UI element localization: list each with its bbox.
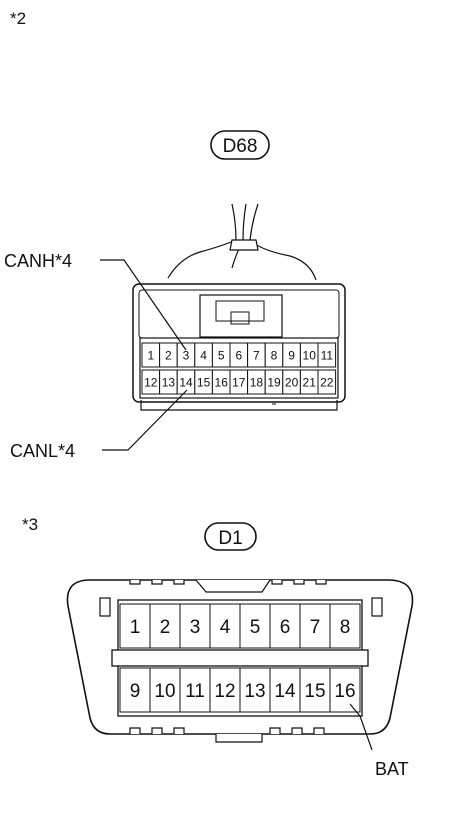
d68-pin-number: 7 <box>253 348 260 362</box>
d68-pin-number: 5 <box>218 348 225 362</box>
d1-pin-number: 6 <box>280 617 291 638</box>
d1-pin-number: 1 <box>130 617 141 638</box>
section-note-top: *2 <box>10 9 26 28</box>
d1-bottom-tabs <box>129 727 325 743</box>
left-slot <box>99 597 111 617</box>
d1-pin-cavity <box>269 603 301 649</box>
d1-pin-number: 9 <box>130 681 141 702</box>
d68-pin-cavity <box>317 342 337 368</box>
d1-pin-cavity <box>269 667 301 713</box>
bat-callout-label: BAT <box>375 759 409 779</box>
d1-pin-cavity <box>239 667 271 713</box>
d1-pin-number: 14 <box>274 681 296 702</box>
connector-id-badge-d1 <box>204 522 257 551</box>
d68-pin-number: 18 <box>250 375 264 389</box>
d1-pin-cavity <box>329 667 361 713</box>
d1-pin-number: 11 <box>185 681 205 702</box>
bat-leader-line <box>349 703 373 751</box>
connector-id-badge-d68 <box>210 130 270 160</box>
d68-pin-number: 21 <box>303 375 317 389</box>
right-slot <box>371 597 383 617</box>
d1-pin-number: 12 <box>214 681 235 702</box>
d68-pin-number: 20 <box>285 375 299 389</box>
d68-pin-number: 3 <box>183 348 190 362</box>
d1-pin-cavity <box>149 603 181 649</box>
d1-pin-cavity <box>179 667 211 713</box>
section-note-bottom: *3 <box>22 515 38 534</box>
connector-housing-d68 <box>132 283 346 411</box>
canl-leader-line <box>102 389 188 451</box>
d68-pin-number: 15 <box>197 375 211 389</box>
d68-pin-number: 8 <box>271 348 278 362</box>
d1-pin-number: 5 <box>250 617 261 638</box>
d1-pin-cavity <box>179 603 211 649</box>
connector-id-d1: D1 <box>218 528 242 549</box>
canl-callout-label: CANL*4 <box>10 441 75 461</box>
d1-pin-cavity <box>119 603 151 649</box>
d1-pin-number: 2 <box>160 617 171 638</box>
d1-pin-number: 10 <box>154 681 175 702</box>
connector-id-d68: D68 <box>223 136 258 157</box>
d68-pin-number: 19 <box>267 375 281 389</box>
d1-pin-number: 15 <box>304 681 325 702</box>
d1-pin-number: 13 <box>244 681 265 702</box>
d1-pin-number: 8 <box>340 617 351 638</box>
d1-pin-number: 4 <box>220 617 231 638</box>
d68-pin-number: 11 <box>321 348 334 362</box>
d1-pin-cavity <box>149 667 181 713</box>
d1-pin-cavity <box>209 603 241 649</box>
d1-pin-number: 3 <box>190 617 201 638</box>
d68-pin-number: 22 <box>320 375 334 389</box>
canh-callout-label: CANH*4 <box>4 251 72 271</box>
d68-pin-number: 14 <box>179 375 193 389</box>
d68-pin-number: 2 <box>165 348 172 362</box>
d1-pin-number: 7 <box>310 617 321 638</box>
d1-center-bar <box>111 649 369 667</box>
d1-pin-cavity <box>299 667 331 713</box>
d68-pin-number: 12 <box>144 375 158 389</box>
d68-pin-number: 1 <box>147 348 154 362</box>
d68-pin-number: 17 <box>232 375 246 389</box>
wire-harness <box>167 203 317 281</box>
d1-top-notches <box>129 579 327 593</box>
canh-leader-line <box>100 259 187 351</box>
d68-pin-number: 10 <box>303 348 317 362</box>
d68-pin-number: 4 <box>200 348 207 362</box>
d68-pin-cavity <box>317 369 337 395</box>
d1-pin-number: 16 <box>334 681 355 702</box>
d68-pin-number: 6 <box>235 348 242 362</box>
d68-pin-number: 9 <box>288 348 295 362</box>
d68-pin-number: 13 <box>162 375 176 389</box>
d68-callouts <box>100 259 188 451</box>
d1-pin-cavity <box>329 603 361 649</box>
d68-pin-number: 16 <box>215 375 229 389</box>
